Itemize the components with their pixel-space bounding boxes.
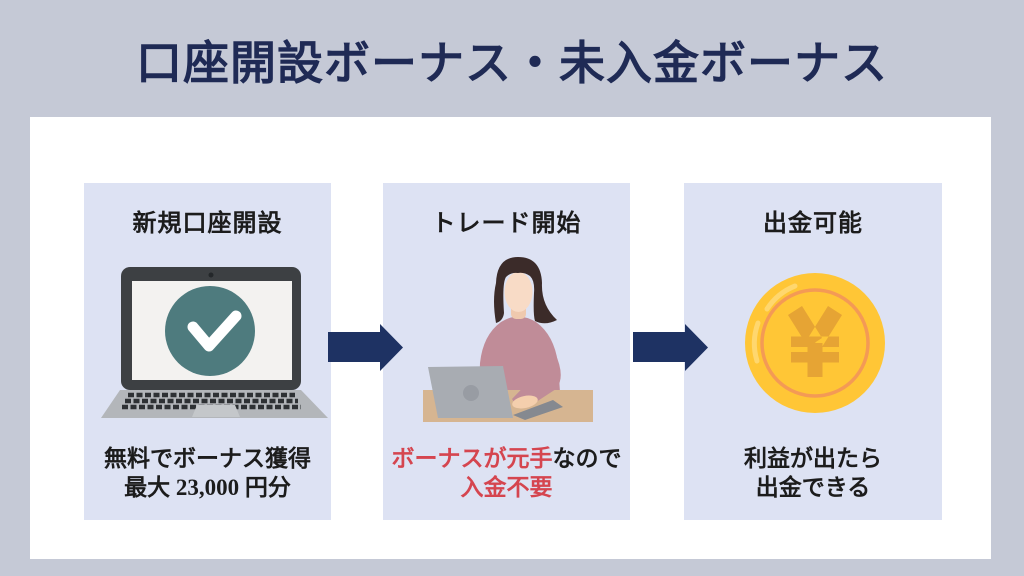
step-header: 出金可能 [763,211,863,237]
step-caption: 利益が出たら 出金できる [684,444,942,502]
trackpad [192,405,240,417]
checkmark-icon [187,310,242,352]
webcam-dot [208,272,214,278]
content-panel: 新規口座開設 無料でボーナス獲得 最大 23,000 円分 [30,117,991,559]
step-header: 新規口座開設 [132,211,283,237]
yen-coin-icon [745,273,885,413]
trader-at-laptop-icon [405,245,625,430]
step-caption: ボーナスが元手なので 入金不要 [383,444,630,502]
arrow-right-icon [633,324,708,371]
caption-text: ボーナスが元手 [391,446,553,471]
page-title: 口座開設ボーナス・未入金ボーナス [136,38,888,89]
face [504,272,533,312]
caption-text: 入金不要 [460,475,553,500]
step-card-start-trading: トレード開始 ボーナスが元手なので 入金不要 [383,183,630,520]
caption-text: なので [552,446,622,471]
caption-text: 出金できる [755,475,871,500]
laptop-logo [463,385,479,401]
caption-text: 最大 23,000 円分 [124,475,291,500]
arrow-right-icon [328,324,403,371]
yen-symbol [788,306,842,377]
step-caption: 無料でボーナス獲得 最大 23,000 円分 [84,444,331,502]
laptop-deck [513,400,563,420]
caption-text: 利益が出たら [744,446,882,471]
hair [494,257,557,324]
arm-sleeve [512,353,561,407]
check-circle [165,286,255,376]
step-card-withdrawal: 出金可能 利益が出たら 出金できる [684,183,942,520]
step-card-new-account: 新規口座開設 無料でボーナス獲得 最大 23,000 円分 [84,183,331,520]
laptop-check-icon [101,267,328,419]
hand [512,395,538,409]
step-header: トレード開始 [431,211,582,237]
caption-text: 無料でボーナス獲得 [104,446,311,471]
